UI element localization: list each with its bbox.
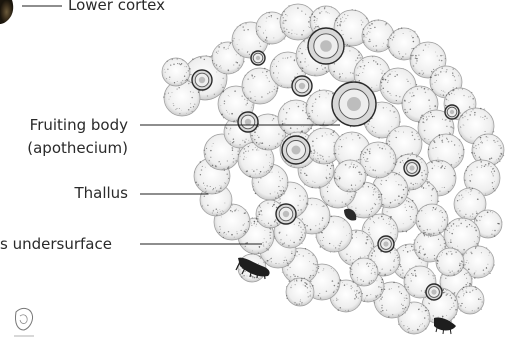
label-thallus: Thallus bbox=[74, 184, 128, 203]
label-thallus-undersurface: s undersurface bbox=[0, 235, 112, 254]
label-fruiting-body-line1: Fruiting body bbox=[27, 116, 128, 135]
label-fruiting-body: Fruiting body (apothecium) bbox=[27, 116, 128, 158]
lower-cortex-fragment bbox=[0, 0, 13, 24]
label-lower-cortex: Lower cortex bbox=[68, 0, 165, 15]
small-sketch bbox=[14, 308, 34, 336]
label-fruiting-body-line2: (apothecium) bbox=[27, 139, 128, 158]
